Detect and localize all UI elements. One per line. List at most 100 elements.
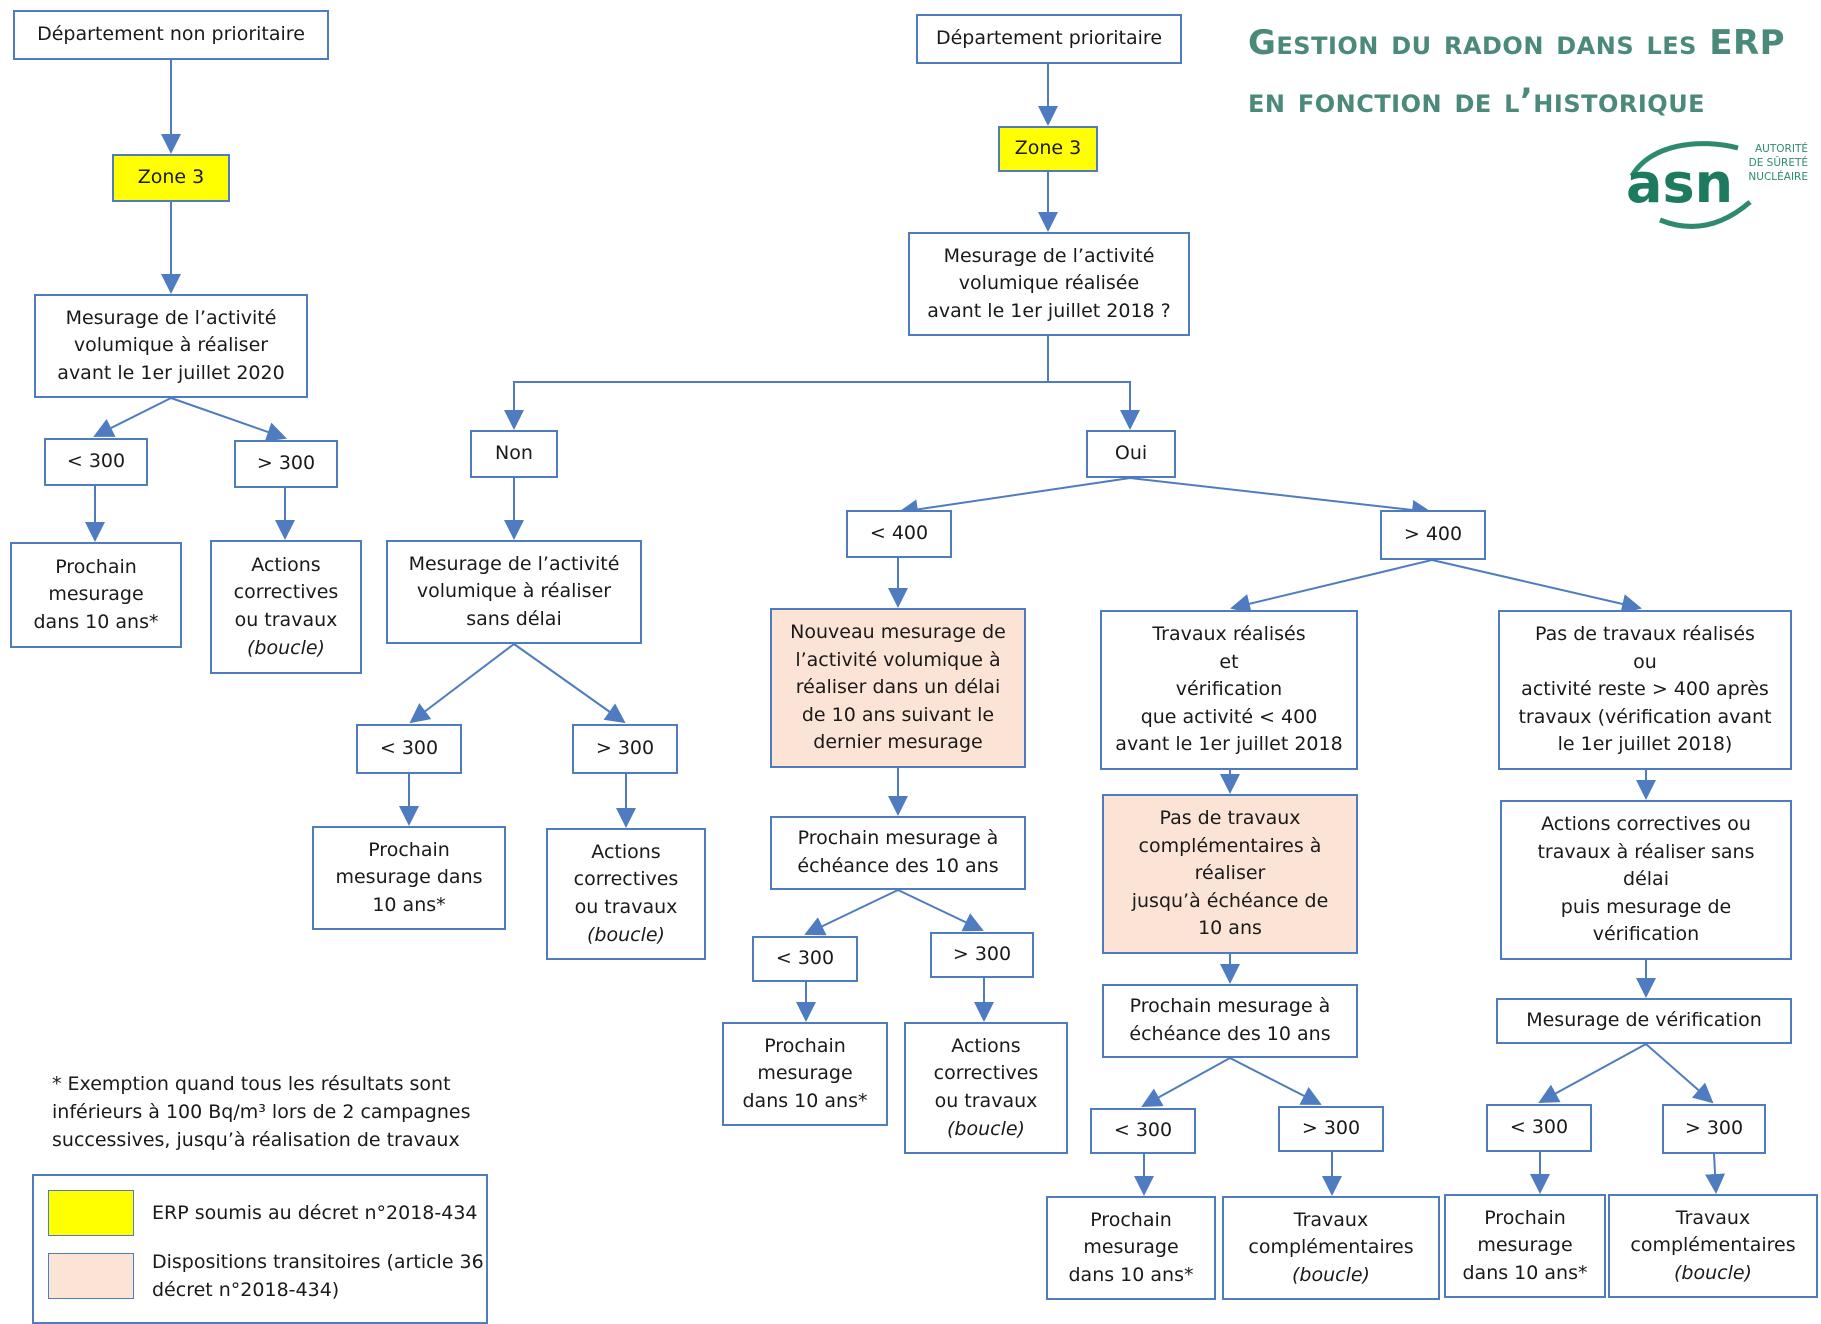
node-line: Mesurage de l’activité (943, 244, 1155, 267)
node-line: dans 10 ans* (33, 610, 159, 633)
node-c-gt300: > 300 (1662, 1104, 1766, 1154)
node-line: que activité < 400 (1140, 705, 1318, 728)
node-line: Prochain (1484, 1206, 1566, 1229)
node-oui-lt400: < 400 (846, 510, 952, 558)
footnote-line: * Exemption quand tous les résultats son… (52, 1073, 451, 1095)
node-travaux-realises: Travaux réalisés et vérification que act… (1100, 610, 1358, 770)
node-line: complémentaires (1248, 1236, 1414, 1259)
node-line: activité reste > 400 après (1521, 678, 1769, 701)
node-line: Prochain (1090, 1208, 1172, 1231)
node-a-next: Prochain mesurage dans 10 ans* (722, 1022, 888, 1126)
node-line: mesurage (1083, 1236, 1179, 1259)
node-line: < 300 (1509, 1116, 1569, 1139)
node-line: vérification (1175, 678, 1283, 701)
logo-line: AUTORITÉ (1755, 143, 1808, 155)
node-c-travaux: Travaux complémentaires (boucle) (1608, 1194, 1818, 1298)
node-line: Prochain mesurage à (1129, 995, 1331, 1018)
node-line: (boucle) (947, 1117, 1025, 1140)
node-b-gt300: > 300 (1278, 1106, 1384, 1152)
node-line: avant le 1er juillet 2020 (57, 361, 285, 384)
node-mesurage-2018: Mesurage de l’activité volumique réalisé… (908, 232, 1190, 336)
node-a-gt300: > 300 (930, 932, 1034, 978)
node-line: < 400 (869, 522, 929, 545)
node-line: Nouveau mesurage de (790, 621, 1006, 644)
node-line: Actions correctives ou (1541, 813, 1751, 836)
node-line: le 1er juillet 2018) (1557, 733, 1733, 756)
node-line: 10 ans* (372, 893, 446, 916)
node-line: échéance des 10 ans (797, 855, 999, 877)
node-line: Mesurage de vérification (1526, 1009, 1762, 1032)
node-line: (boucle) (247, 636, 325, 659)
node-non-actions: Actions correctives ou travaux (boucle) (546, 828, 706, 960)
node-line: Prochain (55, 555, 137, 578)
footnote-line: inférieurs à 100 Bq/m³ lors de 2 campagn… (52, 1101, 471, 1123)
node-line: ou travaux (934, 1090, 1038, 1112)
node-line: ou (1633, 650, 1657, 673)
node-line: Mesurage de l’activité (408, 552, 620, 575)
node-mesurage-2020: Mesurage de l’activité volumique à réali… (34, 294, 308, 398)
node-oui: Oui (1086, 430, 1176, 478)
node-c-next: Prochain mesurage dans 10 ans* (1444, 1194, 1606, 1298)
node-non: Non (470, 430, 558, 478)
node-line: échéance des 10 ans (1129, 1023, 1331, 1045)
node-line: Pas de travaux (1159, 807, 1301, 830)
node-line: travaux à réaliser sans (1537, 840, 1755, 863)
legend-row-peach: Dispositions transitoires (article 36 dé… (48, 1248, 484, 1304)
node-line: Non (495, 442, 533, 465)
node-pas-travaux-complementaires: Pas de travaux complémentaires à réalise… (1102, 794, 1358, 954)
node-line: avant le 1er juillet 2018 ? (927, 299, 1171, 322)
legend: ERP soumis au décret n°2018-434 Disposit… (32, 1174, 488, 1324)
node-line: sans délai (466, 607, 562, 630)
node-line: > 300 (952, 943, 1012, 966)
node-line: (boucle) (587, 923, 665, 946)
node-line: Oui (1114, 442, 1148, 465)
node-mesurage-sans-delai: Mesurage de l’activité volumique à réali… (386, 540, 642, 644)
node-line: mesurage (1477, 1234, 1573, 1257)
logo-line: NUCLÉAIRE (1748, 171, 1808, 183)
node-non-next: Prochain mesurage dans 10 ans* (312, 826, 506, 930)
node-line: dans 10 ans* (742, 1089, 868, 1112)
node-line: Prochain (368, 838, 450, 861)
node-line: dans 10 ans* (1462, 1261, 1588, 1284)
node-line: (boucle) (1292, 1263, 1370, 1286)
legend-row-yellow: ERP soumis au décret n°2018-434 (48, 1190, 478, 1236)
node-line: avant le 1er juillet 2018 (1115, 733, 1343, 756)
node-non-lt300: < 300 (356, 724, 462, 774)
node-line: volumique à réaliser (416, 580, 612, 603)
node-line: < 300 (775, 947, 835, 970)
node-a-lt300: < 300 (752, 936, 858, 982)
node-line: (boucle) (1674, 1261, 1752, 1284)
node-line: volumique réalisée (958, 272, 1140, 295)
node-line: délai (1623, 868, 1669, 891)
node-line: mesurage (757, 1062, 853, 1085)
node-line: vérification (1592, 923, 1700, 946)
logo-swoosh-icon (1629, 141, 1752, 229)
node-line: Travaux (1675, 1206, 1751, 1229)
node-line: puis mesurage de (1560, 895, 1732, 918)
node-b-travaux: Travaux complémentaires (boucle) (1222, 1196, 1440, 1300)
node-line: Pas de travaux réalisés (1535, 623, 1755, 646)
node-line: réaliser (1194, 862, 1266, 885)
node-line: Mesurage de l’activité (65, 306, 277, 329)
node-prochain-echeance-b: Prochain mesurage à échéance des 10 ans (1102, 984, 1358, 1058)
node-line: 10 ans (1198, 917, 1262, 940)
asn-logo: asn AUTORITÉ DE SÛRETÉ NUCLÉAIRE (1620, 136, 1810, 236)
node-line: > 400 (1403, 523, 1463, 546)
legend-label: ERP soumis au décret n°2018-434 (152, 1199, 478, 1227)
node-c-lt300: < 300 (1486, 1104, 1592, 1152)
logo-mark: asn (1626, 152, 1734, 215)
node-line: < 300 (379, 737, 439, 760)
node-line: de 10 ans suivant le (801, 703, 995, 726)
node-oui-gt400: > 400 (1380, 510, 1486, 560)
title-line-2: en fonction de l’historique (1248, 81, 1706, 121)
node-line: l’activité volumique à (795, 648, 1001, 671)
node-line: ou travaux (574, 896, 678, 918)
node-line: dans 10 ans* (1068, 1263, 1194, 1286)
legend-line: Dispositions transitoires (article 36 (152, 1251, 484, 1273)
node-left-actions: Actions correctives ou travaux (boucle) (210, 540, 362, 674)
logo-subtitle: AUTORITÉ DE SÛRETÉ NUCLÉAIRE (1720, 142, 1808, 184)
node-line: mesurage (48, 583, 144, 606)
node-line: > 300 (1301, 1117, 1361, 1140)
node-b-lt300: < 300 (1090, 1108, 1196, 1154)
